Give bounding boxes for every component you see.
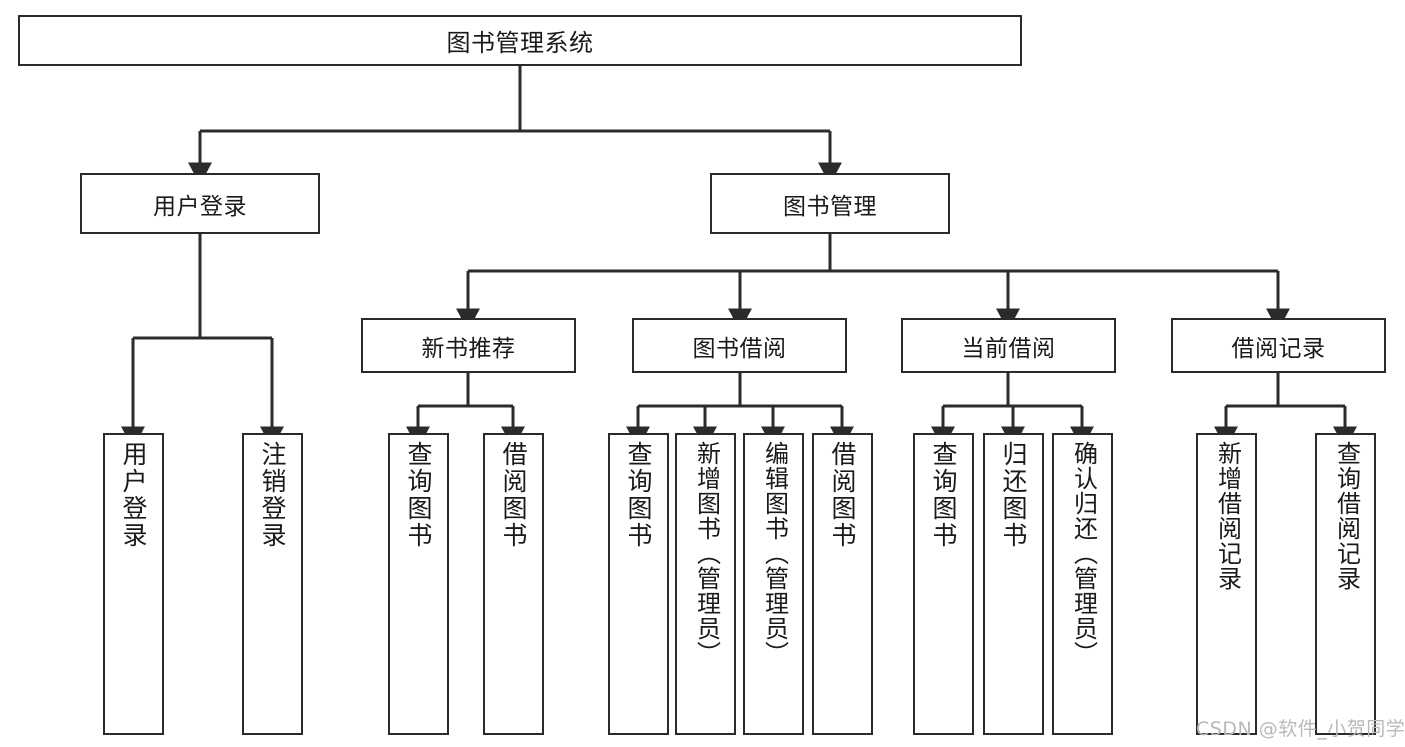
edge-userlogin-to-leaves — [121, 234, 284, 449]
leaf-add-book-label: 新增图书（管理员） — [692, 441, 721, 666]
leaf-borrow-book-1[interactable]: 借阅图书 — [483, 433, 544, 735]
leaf-query-book-3[interactable]: 查询图书 — [913, 433, 974, 735]
leaf-return-book-label: 归还图书 — [999, 441, 1028, 549]
leaf-user-login[interactable]: 用户登录 — [103, 433, 164, 735]
node-user-login-label: 用户登录 — [153, 193, 247, 220]
leaf-query-book-1-label: 查询图书 — [404, 441, 433, 549]
edge-borrowrecord-to-leaves — [1214, 373, 1357, 449]
edge-currentborrow-to-leaves — [931, 373, 1094, 449]
leaf-query-book-3-label: 查询图书 — [929, 441, 958, 549]
leaf-return-book[interactable]: 归还图书 — [983, 433, 1044, 735]
leaf-query-record[interactable]: 查询借阅记录 — [1315, 433, 1376, 735]
node-book-borrow[interactable]: 图书借阅 — [632, 318, 847, 373]
node-borrow-record[interactable]: 借阅记录 — [1171, 318, 1386, 373]
edge-bookmanage-to-level3 — [456, 234, 1290, 331]
leaf-logout-login-label: 注销登录 — [258, 441, 287, 549]
node-new-book-recommend-label: 新书推荐 — [421, 335, 516, 362]
leaf-confirm-return[interactable]: 确认归还（管理员） — [1052, 433, 1113, 735]
csdn-watermark: CSDN @软件_小贺同学 — [1196, 718, 1405, 740]
edge-root-to-level2 — [188, 66, 842, 185]
leaf-user-login-label: 用户登录 — [119, 441, 148, 549]
leaf-borrow-book-1-label: 借阅图书 — [499, 441, 528, 549]
leaf-add-record-label: 新增借阅记录 — [1213, 441, 1242, 591]
node-current-borrow-label: 当前借阅 — [961, 335, 1056, 362]
leaf-query-book-2-label: 查询图书 — [624, 441, 653, 549]
edge-newbook-to-leaves — [406, 373, 525, 449]
node-book-manage[interactable]: 图书管理 — [710, 173, 950, 234]
leaf-add-record[interactable]: 新增借阅记录 — [1196, 433, 1257, 735]
node-borrow-record-label: 借阅记录 — [1231, 335, 1326, 362]
node-book-manage-label: 图书管理 — [783, 193, 877, 220]
leaf-borrow-book-2-label: 借阅图书 — [828, 441, 857, 549]
edge-bookborrow-to-leaves — [626, 373, 854, 449]
leaf-query-record-label: 查询借阅记录 — [1332, 441, 1361, 591]
node-book-borrow-label: 图书借阅 — [692, 335, 787, 362]
node-user-login[interactable]: 用户登录 — [80, 173, 320, 234]
leaf-confirm-return-label: 确认归还（管理员） — [1069, 441, 1098, 666]
leaf-edit-book[interactable]: 编辑图书（管理员） — [743, 433, 804, 735]
node-new-book-recommend[interactable]: 新书推荐 — [361, 318, 576, 373]
node-current-borrow[interactable]: 当前借阅 — [901, 318, 1116, 373]
leaf-edit-book-label: 编辑图书（管理员） — [760, 441, 789, 666]
leaf-query-book-2[interactable]: 查询图书 — [608, 433, 669, 735]
leaf-add-book[interactable]: 新增图书（管理员） — [675, 433, 736, 735]
node-root-system[interactable]: 图书管理系统 — [18, 15, 1022, 66]
leaf-borrow-book-2[interactable]: 借阅图书 — [812, 433, 873, 735]
leaf-logout-login[interactable]: 注销登录 — [242, 433, 303, 735]
node-root-system-label: 图书管理系统 — [446, 29, 594, 57]
leaf-query-book-1[interactable]: 查询图书 — [388, 433, 449, 735]
